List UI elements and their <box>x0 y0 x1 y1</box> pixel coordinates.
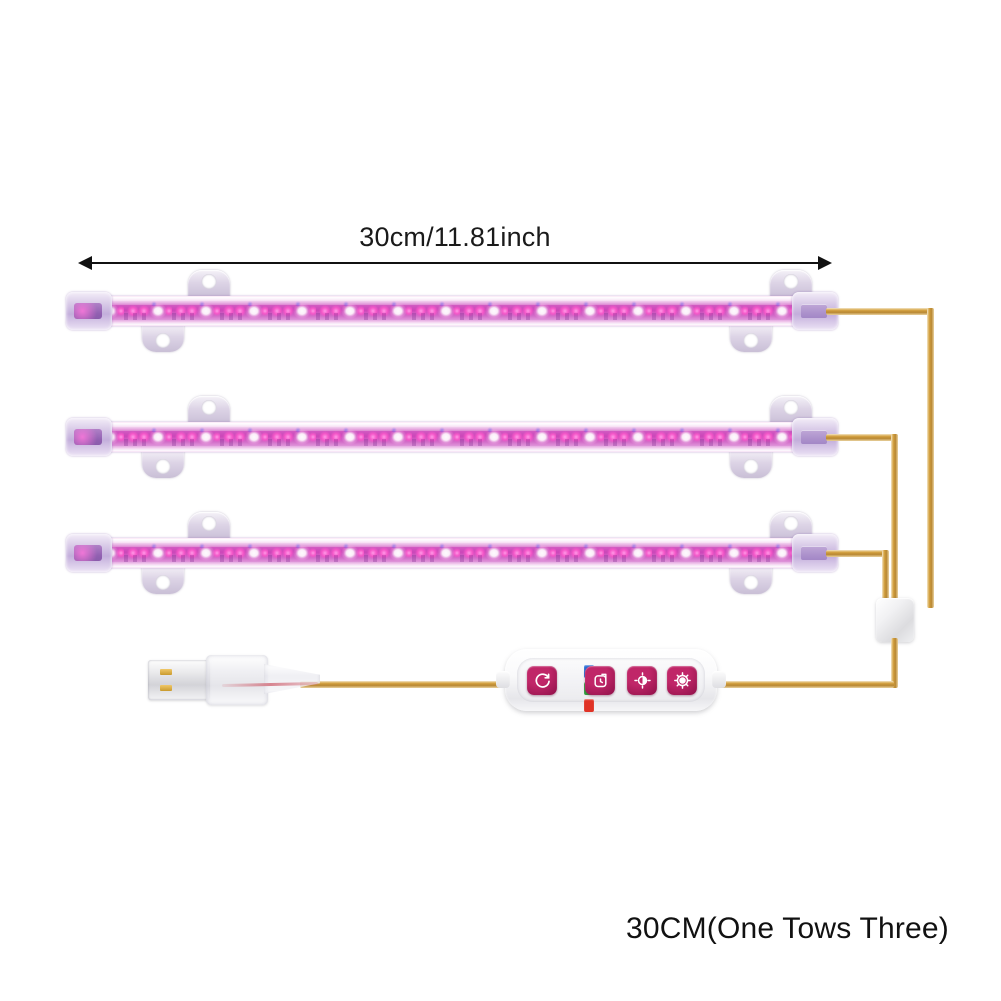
mode-button[interactable] <box>667 666 697 695</box>
wire-strip-1-vertical <box>927 308 934 608</box>
mount-tab-bottom <box>730 566 772 594</box>
wire-splitter-to-controller-horizontal <box>712 681 894 688</box>
wire-controller-to-usb <box>300 681 510 688</box>
arrow-left-icon <box>78 256 92 270</box>
led-strip-3 <box>66 512 838 594</box>
led-light-channel <box>76 301 826 321</box>
mount-tab-bottom <box>730 450 772 478</box>
led-strip-2 <box>66 396 838 478</box>
mount-tab-top <box>188 512 230 540</box>
product-caption: 30CM(One Tows Three) <box>625 912 949 945</box>
mount-tab-bottom <box>142 324 184 352</box>
wire-splitter-to-controller-vertical <box>891 638 898 688</box>
power-icon <box>534 672 551 689</box>
mount-tab-top <box>188 270 230 298</box>
indicator-red <box>584 699 594 712</box>
usb-metal-shell <box>148 660 210 700</box>
usb-connector <box>148 646 320 712</box>
inline-controller[interactable] <box>496 649 726 712</box>
led-bar-housing <box>70 296 832 326</box>
led-bar-housing <box>70 422 832 452</box>
controller-face <box>517 658 705 712</box>
dimmer-button[interactable] <box>627 666 657 695</box>
led-chips <box>76 301 826 321</box>
mount-tab-bottom <box>730 324 772 352</box>
end-cap-left <box>66 292 112 330</box>
wire-strip-2-horizontal <box>826 434 898 441</box>
dimension-line <box>78 255 832 273</box>
usb-clear-housing <box>206 655 268 705</box>
wire-splitter-box <box>876 598 914 642</box>
wire-strip-2-vertical <box>891 434 898 608</box>
led-light-channel <box>76 427 826 447</box>
controller-strain-relief-right <box>712 671 726 688</box>
timer-icon <box>592 672 609 689</box>
dimension-rule <box>86 262 824 264</box>
led-light-channel <box>76 543 826 563</box>
end-cap-left <box>66 534 112 572</box>
controller-strain-relief-left <box>496 671 510 688</box>
led-strip-1 <box>66 270 838 352</box>
mount-tab-bottom <box>142 450 184 478</box>
dimension-label: 30cm/11.81inch <box>359 222 551 252</box>
led-pcb-traces <box>76 313 826 320</box>
led-bar-housing <box>70 538 832 568</box>
led-pcb-traces <box>76 555 826 562</box>
led-chips <box>76 543 826 563</box>
led-chips <box>76 427 826 447</box>
mount-tab-bottom <box>142 566 184 594</box>
sun-mode-icon <box>673 672 691 689</box>
arrow-right-icon <box>818 256 832 270</box>
wire-strip-3-vertical <box>882 550 889 608</box>
power-button[interactable] <box>527 666 557 695</box>
wire-strip-3-horizontal <box>826 550 888 557</box>
timer-button[interactable] <box>585 666 615 695</box>
wire-strip-1-horizontal <box>826 308 934 315</box>
led-pcb-traces <box>76 439 826 446</box>
mount-tab-top <box>188 396 230 424</box>
usb-strain-relief <box>264 664 320 694</box>
end-cap-left <box>66 418 112 456</box>
brightness-icon <box>633 672 651 689</box>
